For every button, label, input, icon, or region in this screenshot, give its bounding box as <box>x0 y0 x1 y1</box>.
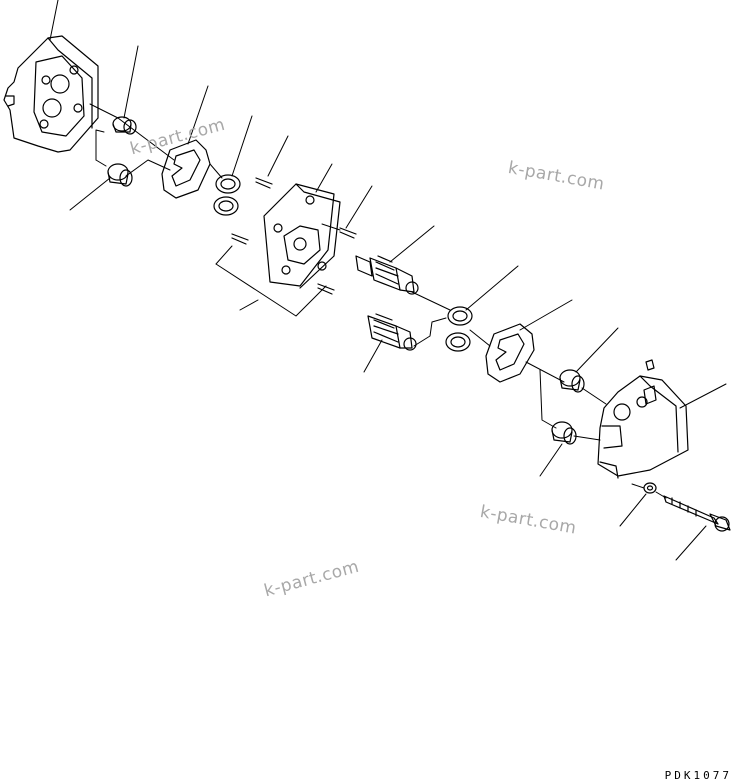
backup-ring <box>213 174 241 216</box>
assembly-lines <box>89 103 667 499</box>
bushing-upper <box>112 116 137 135</box>
bushing-rear-lower <box>551 421 577 445</box>
backup-ring-rear <box>445 306 473 352</box>
front-cover-housing <box>3 35 99 153</box>
seal-plate-rear <box>485 323 535 383</box>
gear-housing <box>263 183 341 289</box>
drawing-code: PDK1077 <box>664 769 732 782</box>
rear-cover-housing <box>597 359 689 479</box>
drive-gear <box>355 255 419 295</box>
mounting-bolt <box>663 495 731 532</box>
dowel-pins <box>231 177 357 295</box>
washer <box>643 482 657 494</box>
driven-gear <box>367 313 417 351</box>
seal-plate <box>161 139 211 199</box>
leader-lines <box>49 0 727 561</box>
bushing-lower <box>107 163 133 187</box>
bushing-rear-upper <box>559 369 585 393</box>
